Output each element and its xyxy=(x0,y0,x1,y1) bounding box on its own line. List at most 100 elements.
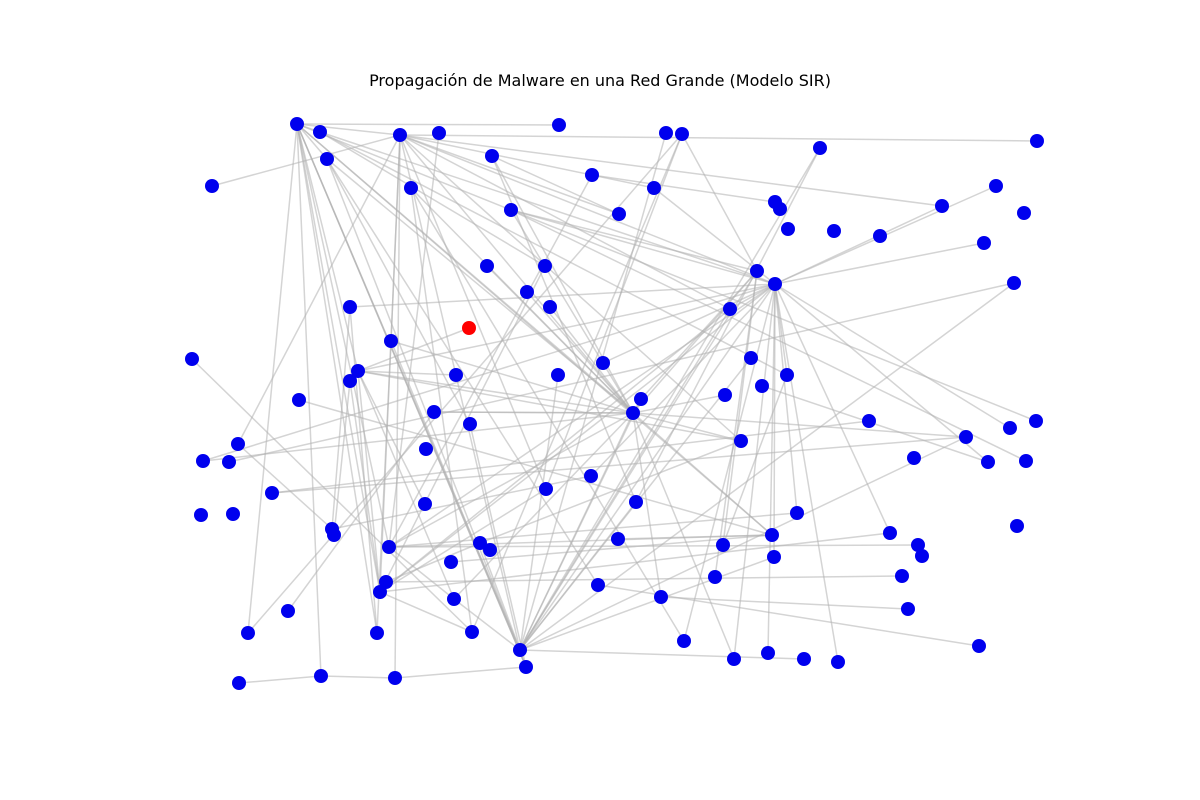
network-edge xyxy=(357,370,742,442)
network-edge xyxy=(296,123,381,593)
susceptible-node xyxy=(862,414,876,428)
network-edge xyxy=(545,133,683,490)
susceptible-node xyxy=(480,259,494,273)
network-edge xyxy=(632,394,726,414)
network-edge xyxy=(510,209,1027,462)
network-edge xyxy=(491,155,634,414)
network-edge xyxy=(296,123,390,548)
network-edge xyxy=(774,283,798,514)
susceptible-node xyxy=(265,486,279,500)
susceptible-node xyxy=(222,455,236,469)
susceptible-node xyxy=(767,550,781,564)
network-edge xyxy=(399,134,1038,142)
susceptible-node xyxy=(473,536,487,550)
network-edge xyxy=(247,133,683,634)
network-edge xyxy=(399,134,742,442)
susceptible-node xyxy=(483,543,497,557)
network-edge xyxy=(681,133,758,272)
susceptible-node xyxy=(393,128,407,142)
network-edge xyxy=(202,412,634,462)
network-edge xyxy=(519,398,642,651)
susceptible-node xyxy=(539,482,553,496)
susceptible-node xyxy=(935,199,949,213)
susceptible-node xyxy=(513,643,527,657)
susceptible-node xyxy=(716,538,730,552)
network-edge xyxy=(486,265,634,414)
network-edge xyxy=(296,123,322,677)
network-edge xyxy=(237,443,333,530)
susceptible-node xyxy=(718,388,732,402)
network-edge xyxy=(379,532,891,593)
susceptible-node xyxy=(1003,421,1017,435)
network-edge xyxy=(519,283,776,651)
susceptible-node xyxy=(418,497,432,511)
network-edge xyxy=(271,420,870,494)
susceptible-node xyxy=(232,676,246,690)
network-edge xyxy=(379,283,776,593)
network-edge xyxy=(773,283,776,558)
network-edge xyxy=(211,134,401,187)
susceptible-node xyxy=(552,118,566,132)
susceptible-node xyxy=(370,626,384,640)
susceptible-node xyxy=(543,300,557,314)
susceptible-node xyxy=(831,655,845,669)
network-edge xyxy=(453,412,634,600)
susceptible-node xyxy=(723,302,737,316)
susceptible-node xyxy=(790,506,804,520)
network-edge xyxy=(519,556,775,651)
susceptible-node xyxy=(708,570,722,584)
susceptible-node xyxy=(373,585,387,599)
susceptible-node xyxy=(654,590,668,604)
susceptible-node xyxy=(194,508,208,522)
chart-title: Propagación de Malware en una Red Grande… xyxy=(369,71,831,90)
susceptible-node xyxy=(883,526,897,540)
network-edge xyxy=(228,282,1015,463)
susceptible-node xyxy=(585,168,599,182)
susceptible-node xyxy=(734,434,748,448)
network-edge xyxy=(298,399,773,536)
susceptible-node xyxy=(915,549,929,563)
network-edge xyxy=(591,174,776,203)
network-edge xyxy=(510,209,634,414)
network-edge xyxy=(349,283,776,308)
susceptible-node xyxy=(351,364,365,378)
susceptible-node xyxy=(647,181,661,195)
network-edge xyxy=(399,134,943,207)
susceptible-node xyxy=(626,406,640,420)
susceptible-node xyxy=(1017,206,1031,220)
network-edge xyxy=(388,174,593,548)
susceptible-node xyxy=(419,442,433,456)
network-edge xyxy=(202,283,776,462)
network-edge xyxy=(333,380,351,536)
susceptible-node xyxy=(1029,414,1043,428)
susceptible-node xyxy=(989,179,1003,193)
network-edge xyxy=(479,542,521,651)
network-edge xyxy=(519,132,667,651)
susceptible-node xyxy=(612,207,626,221)
network-edge xyxy=(774,283,839,663)
susceptible-node xyxy=(611,532,625,546)
susceptible-node xyxy=(432,126,446,140)
susceptible-node xyxy=(465,625,479,639)
network-edge xyxy=(357,327,470,372)
network-edge xyxy=(399,134,634,414)
network-edge xyxy=(774,283,1011,429)
edges-layer xyxy=(191,123,1038,684)
network-edge xyxy=(296,123,378,634)
susceptible-node xyxy=(519,660,533,674)
susceptible-node xyxy=(444,555,458,569)
susceptible-node xyxy=(281,604,295,618)
susceptible-node xyxy=(292,393,306,407)
network-edge xyxy=(394,666,527,679)
susceptible-node xyxy=(504,203,518,217)
susceptible-node xyxy=(241,626,255,640)
network-edge xyxy=(296,123,1037,422)
susceptible-node xyxy=(981,455,995,469)
susceptible-node xyxy=(907,451,921,465)
susceptible-node xyxy=(388,671,402,685)
susceptible-node xyxy=(404,181,418,195)
network-edge xyxy=(774,283,989,463)
susceptible-node xyxy=(384,334,398,348)
